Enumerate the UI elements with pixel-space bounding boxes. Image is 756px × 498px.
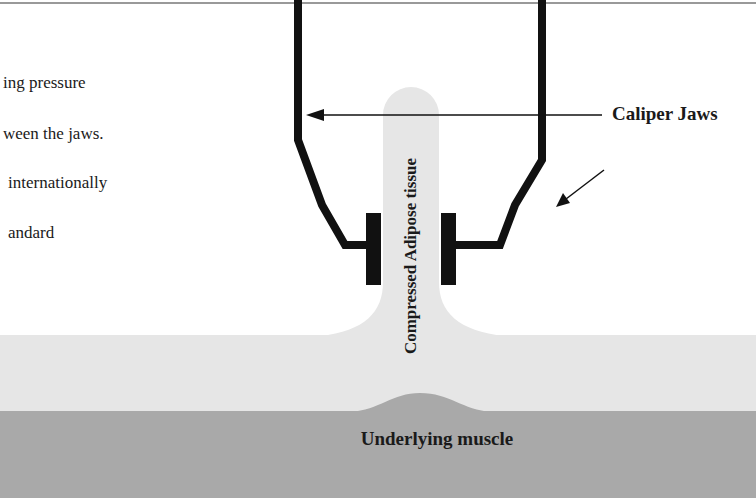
arrowhead xyxy=(306,109,324,121)
jaw-pad-right xyxy=(441,213,456,285)
body-text: ween the jaws. xyxy=(3,124,104,144)
arrowhead xyxy=(556,193,570,207)
body-text: ing pressure xyxy=(3,73,86,93)
leader-line xyxy=(566,170,604,199)
leader-line xyxy=(322,114,602,116)
muscle-band: Underlying muscle xyxy=(0,411,756,498)
top-rule xyxy=(0,2,756,4)
body-text: internationally xyxy=(8,173,107,193)
tissue-label: Underlying muscle xyxy=(361,428,514,450)
muscle-bump xyxy=(350,393,492,412)
tissue-label: Compressed Adipose tissue xyxy=(401,158,421,354)
adipose-layer xyxy=(0,335,756,415)
muscle-band xyxy=(0,411,756,498)
body-text: andard xyxy=(8,223,54,243)
adipose-fold: Compressed Adipose tissue xyxy=(383,122,439,390)
caliper-jaw-right xyxy=(455,0,542,245)
caliper-jaw-left xyxy=(298,0,367,245)
part-name: Caliper Jaws xyxy=(612,103,718,125)
jaw-pad-left xyxy=(366,213,381,285)
